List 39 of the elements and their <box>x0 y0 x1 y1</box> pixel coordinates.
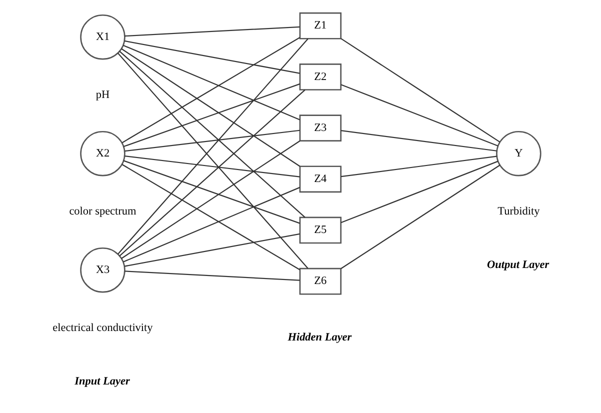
connector <box>120 48 300 166</box>
connector <box>124 270 300 280</box>
node-circle: Y <box>496 130 541 176</box>
node-circle: X2 <box>80 130 125 176</box>
connector <box>340 164 500 269</box>
node-label: color spectrum <box>68 205 136 218</box>
node-circle: X3 <box>80 246 125 292</box>
node-box: Z1 <box>298 12 342 39</box>
connector <box>118 50 305 218</box>
node-label: Turbidity <box>497 205 540 218</box>
label: Input Layer <box>74 374 130 387</box>
connector <box>340 130 496 151</box>
connector <box>340 160 498 223</box>
connector <box>124 129 300 152</box>
connector <box>340 155 496 177</box>
node-label: electrical conductivity <box>52 322 152 334</box>
node-box: Z2 <box>298 63 342 90</box>
connector <box>118 88 305 256</box>
connector <box>124 40 300 74</box>
label: Output Layer <box>486 258 549 270</box>
connector <box>340 84 498 146</box>
node-box: Z5 <box>298 216 342 244</box>
connector <box>124 155 300 177</box>
connector <box>122 160 300 224</box>
connector <box>122 82 300 147</box>
node-box: Z3 <box>298 114 342 141</box>
connector <box>124 26 300 36</box>
connector <box>124 232 300 266</box>
connector <box>120 140 300 258</box>
connector <box>122 44 300 120</box>
connector <box>121 164 300 270</box>
node-box: Z6 <box>298 267 342 294</box>
connector <box>122 186 300 262</box>
label: Hidden Layer <box>287 330 352 343</box>
connector <box>340 38 500 142</box>
node-label: pH <box>95 88 110 101</box>
connector <box>121 36 300 143</box>
node-circle: X1 <box>80 14 125 60</box>
node-box: Z4 <box>298 165 342 192</box>
